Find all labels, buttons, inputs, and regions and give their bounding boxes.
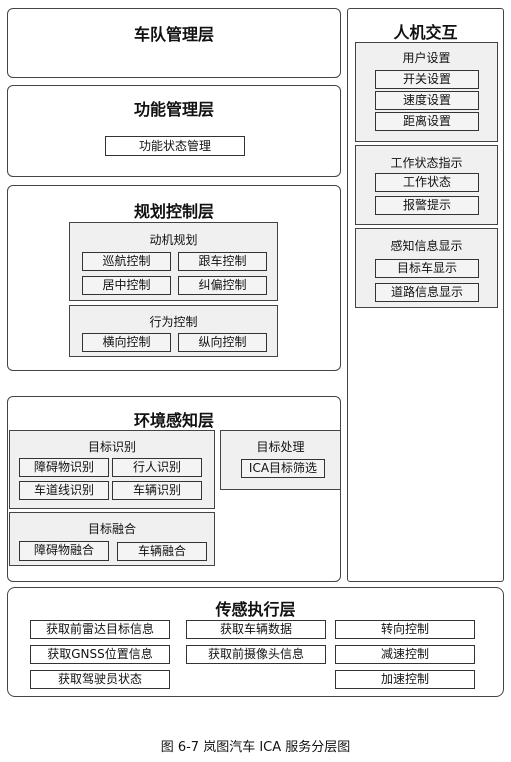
target-vehicle-display-box: 目标车显示 bbox=[375, 259, 479, 278]
user-settings-group: 用户设置 开关设置 速度设置 距离设置 bbox=[355, 42, 498, 142]
obstacle-fusion-box: 障碍物融合 bbox=[19, 541, 109, 561]
target-recognition-title: 目标识别 bbox=[87, 440, 136, 454]
vehicle-data-box: 获取车辆数据 bbox=[186, 620, 326, 639]
work-status-group: 工作状态指示 工作状态 报警提示 bbox=[355, 145, 498, 225]
follow-control-box: 跟车控制 bbox=[178, 252, 267, 271]
work-status-title: 工作状态指示 bbox=[390, 156, 463, 170]
lane-line-recognition-box: 车道线识别 bbox=[19, 481, 109, 500]
front-camera-box: 获取前摄像头信息 bbox=[186, 645, 326, 664]
target-processing-title: 目标处理 bbox=[256, 440, 305, 454]
perception-display-title: 感知信息显示 bbox=[390, 239, 463, 253]
dynamic-planning-title: 动机规划 bbox=[149, 233, 198, 247]
obstacle-recognition-box: 障碍物识别 bbox=[19, 458, 109, 477]
hmi-layer: 人机交互 用户设置 开关设置 速度设置 距离设置 工作状态指示 工作状态 报警提… bbox=[347, 8, 504, 582]
sensing-layer-title: 传感执行层 bbox=[215, 600, 296, 619]
work-status-box: 工作状态 bbox=[375, 173, 479, 192]
target-fusion-group: 目标融合 障碍物融合 车辆融合 bbox=[9, 512, 215, 566]
longitudinal-control-box: 纵向控制 bbox=[178, 333, 267, 352]
ica-target-filter-box: ICA目标筛选 bbox=[241, 459, 325, 478]
target-recognition-group: 目标识别 障碍物识别 行人识别 车道线识别 车辆识别 bbox=[9, 430, 215, 509]
environment-layer-title: 环境感知层 bbox=[133, 411, 214, 430]
pedestrian-recognition-box: 行人识别 bbox=[112, 458, 202, 477]
driver-status-box: 获取驾驶员状态 bbox=[30, 670, 170, 689]
centering-control-box: 居中控制 bbox=[82, 276, 171, 295]
gnss-position-box: 获取GNSS位置信息 bbox=[30, 645, 170, 664]
target-processing-group: 目标处理 ICA目标筛选 bbox=[220, 430, 341, 490]
alarm-prompt-box: 报警提示 bbox=[375, 196, 479, 215]
switch-settings-box: 开关设置 bbox=[375, 70, 479, 89]
speed-settings-box: 速度设置 bbox=[375, 91, 479, 110]
distance-settings-box: 距离设置 bbox=[375, 112, 479, 131]
hmi-layer-title: 人机交互 bbox=[393, 23, 458, 42]
behavior-control-group: 行为控制 横向控制 纵向控制 bbox=[69, 305, 278, 357]
planning-layer-title: 规划控制层 bbox=[133, 202, 214, 221]
lateral-control-box: 横向控制 bbox=[82, 333, 171, 352]
fleet-management-layer: 车队管理层 bbox=[7, 8, 341, 78]
function-management-layer: 功能管理层 功能状态管理 bbox=[7, 85, 341, 177]
cruise-control-box: 巡航控制 bbox=[82, 252, 171, 271]
function-layer-title: 功能管理层 bbox=[133, 100, 214, 119]
target-fusion-title: 目标融合 bbox=[87, 522, 136, 536]
deceleration-control-box: 减速控制 bbox=[335, 645, 475, 664]
vehicle-fusion-box: 车辆融合 bbox=[117, 542, 207, 561]
fleet-layer-title: 车队管理层 bbox=[133, 25, 214, 44]
front-radar-target-box: 获取前雷达目标信息 bbox=[30, 620, 170, 639]
function-status-management-box: 功能状态管理 bbox=[105, 136, 245, 156]
environment-perception-layer: 环境感知层 目标识别 障碍物识别 行人识别 车道线识别 车辆识别 目标处理 IC… bbox=[7, 396, 341, 582]
dynamic-planning-group: 动机规划 巡航控制 跟车控制 居中控制 纠偏控制 bbox=[69, 222, 278, 301]
behavior-control-title: 行为控制 bbox=[149, 315, 198, 329]
acceleration-control-box: 加速控制 bbox=[335, 670, 475, 689]
deviation-correction-box: 纠偏控制 bbox=[178, 276, 267, 295]
perception-display-group: 感知信息显示 目标车显示 道路信息显示 bbox=[355, 228, 498, 308]
figure-caption: 图 6-7 岚图汽车 ICA 服务分层图 bbox=[160, 740, 351, 755]
road-info-display-box: 道路信息显示 bbox=[375, 283, 479, 302]
user-settings-title: 用户设置 bbox=[402, 51, 451, 65]
steering-control-box: 转向控制 bbox=[335, 620, 475, 639]
vehicle-recognition-box: 车辆识别 bbox=[112, 481, 202, 500]
planning-control-layer: 规划控制层 动机规划 巡航控制 跟车控制 居中控制 纠偏控制 行为控制 横向控制… bbox=[7, 185, 341, 371]
sensing-execution-layer: 传感执行层 获取前雷达目标信息 获取车辆数据 转向控制 获取GNSS位置信息 获… bbox=[7, 587, 504, 697]
